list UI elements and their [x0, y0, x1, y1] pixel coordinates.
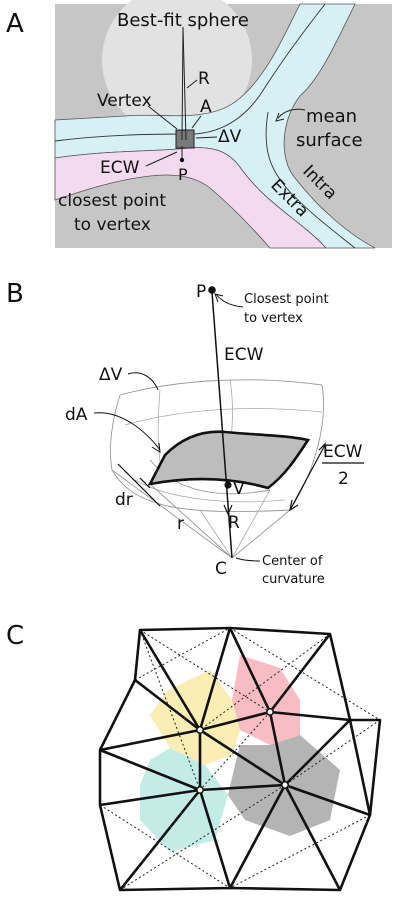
closest-point-leader — [215, 293, 244, 308]
mean-surface-arrowhead — [275, 112, 285, 122]
ecw-half-den: 2 — [338, 469, 349, 489]
radial-line-right — [231, 509, 291, 559]
mesh-vertices — [196, 708, 289, 794]
delta-v-b-leader — [127, 372, 159, 391]
panel-c-letter: C — [6, 621, 24, 651]
dual-cell-yellow — [150, 670, 240, 765]
mean-surface-line-lower — [265, 111, 356, 249]
shell-left-outer — [110, 394, 121, 471]
mean-surface-line-upper — [54, 3, 326, 142]
r-big-label: R — [228, 513, 240, 533]
r-arrow-head — [223, 504, 233, 516]
closest-point-label-1: closest point — [58, 191, 166, 211]
mean-surface-label-1: mean — [306, 106, 357, 127]
radial-line-mid — [199, 509, 233, 559]
shell-mid-line-3 — [124, 408, 323, 426]
c-label: C — [215, 559, 227, 579]
dr-mark — [139, 477, 151, 489]
p-b-label: P — [196, 282, 206, 302]
mean-surface-leader — [277, 108, 306, 119]
center-label-1: Center of — [262, 554, 323, 569]
ecw-half-arrow — [289, 444, 326, 511]
panel-a: A Best-fit sphere R Vertex A ΔV mean sur… — [6, 0, 392, 249]
a-label: A — [200, 97, 212, 117]
ecw-half-arrowhead-bottom — [289, 499, 299, 512]
center-label-2: curvature — [262, 572, 325, 587]
point-v — [224, 481, 232, 489]
v-label: V — [233, 479, 245, 499]
dual-cell-red — [232, 655, 300, 745]
a-leader — [191, 115, 202, 129]
da-patch — [147, 430, 311, 490]
closest-point-arrowhead — [214, 293, 224, 303]
panel-c: C — [6, 621, 382, 892]
ecw-leader — [145, 151, 178, 167]
best-fit-sphere-label: Best-fit sphere — [117, 10, 249, 31]
panel-b-letter: B — [6, 279, 24, 309]
da-leader — [93, 412, 161, 451]
mean-surface-label-2: surface — [296, 130, 363, 151]
ecw-label: ECW — [100, 158, 140, 178]
panel-b: B P Closest point — [6, 279, 364, 587]
shell-mid-line-1 — [157, 389, 161, 463]
r-small-label: r — [177, 514, 184, 534]
shell-right-outer — [289, 384, 324, 511]
radial-line-right-inner — [231, 489, 271, 559]
da-label: dA — [65, 405, 88, 425]
extra-band — [54, 147, 327, 249]
shell-top-back — [119, 379, 323, 396]
dr-label: dr — [115, 490, 133, 510]
radius-line-2 — [182, 26, 187, 141]
r-label: R — [198, 69, 210, 89]
ecw-half-num: ECW — [323, 442, 363, 462]
radial-line-inner — [149, 483, 233, 559]
r-leader — [186, 79, 198, 89]
ecw-half-arrowhead-top — [318, 442, 326, 453]
center-leader — [235, 557, 261, 562]
shell-bottom-outer — [111, 469, 291, 513]
vertex-label: Vertex — [97, 91, 152, 111]
da-arrowhead — [151, 442, 161, 453]
best-fit-sphere — [102, 0, 252, 135]
radial-line-left — [111, 469, 233, 559]
dr-tick — [117, 463, 161, 507]
radius-line-1 — [181, 26, 184, 141]
point-p-b — [208, 286, 216, 294]
closest-point-b-1: Closest point — [244, 292, 329, 307]
vertex-patch — [175, 129, 195, 149]
delta-v-label: ΔV — [218, 127, 242, 147]
delta-v-b-label: ΔV — [99, 365, 123, 385]
closest-point-label-2: to vertex — [74, 215, 151, 235]
vertex-leader — [147, 105, 178, 130]
delta-v-leader — [195, 136, 218, 139]
ecw-b-label: ECW — [224, 345, 264, 365]
panel-a-letter: A — [6, 9, 24, 39]
mesh-edges — [98, 626, 382, 892]
closest-point-b-2: to vertex — [244, 311, 303, 326]
point-p-dot — [179, 157, 185, 163]
p-label: P — [178, 165, 188, 184]
